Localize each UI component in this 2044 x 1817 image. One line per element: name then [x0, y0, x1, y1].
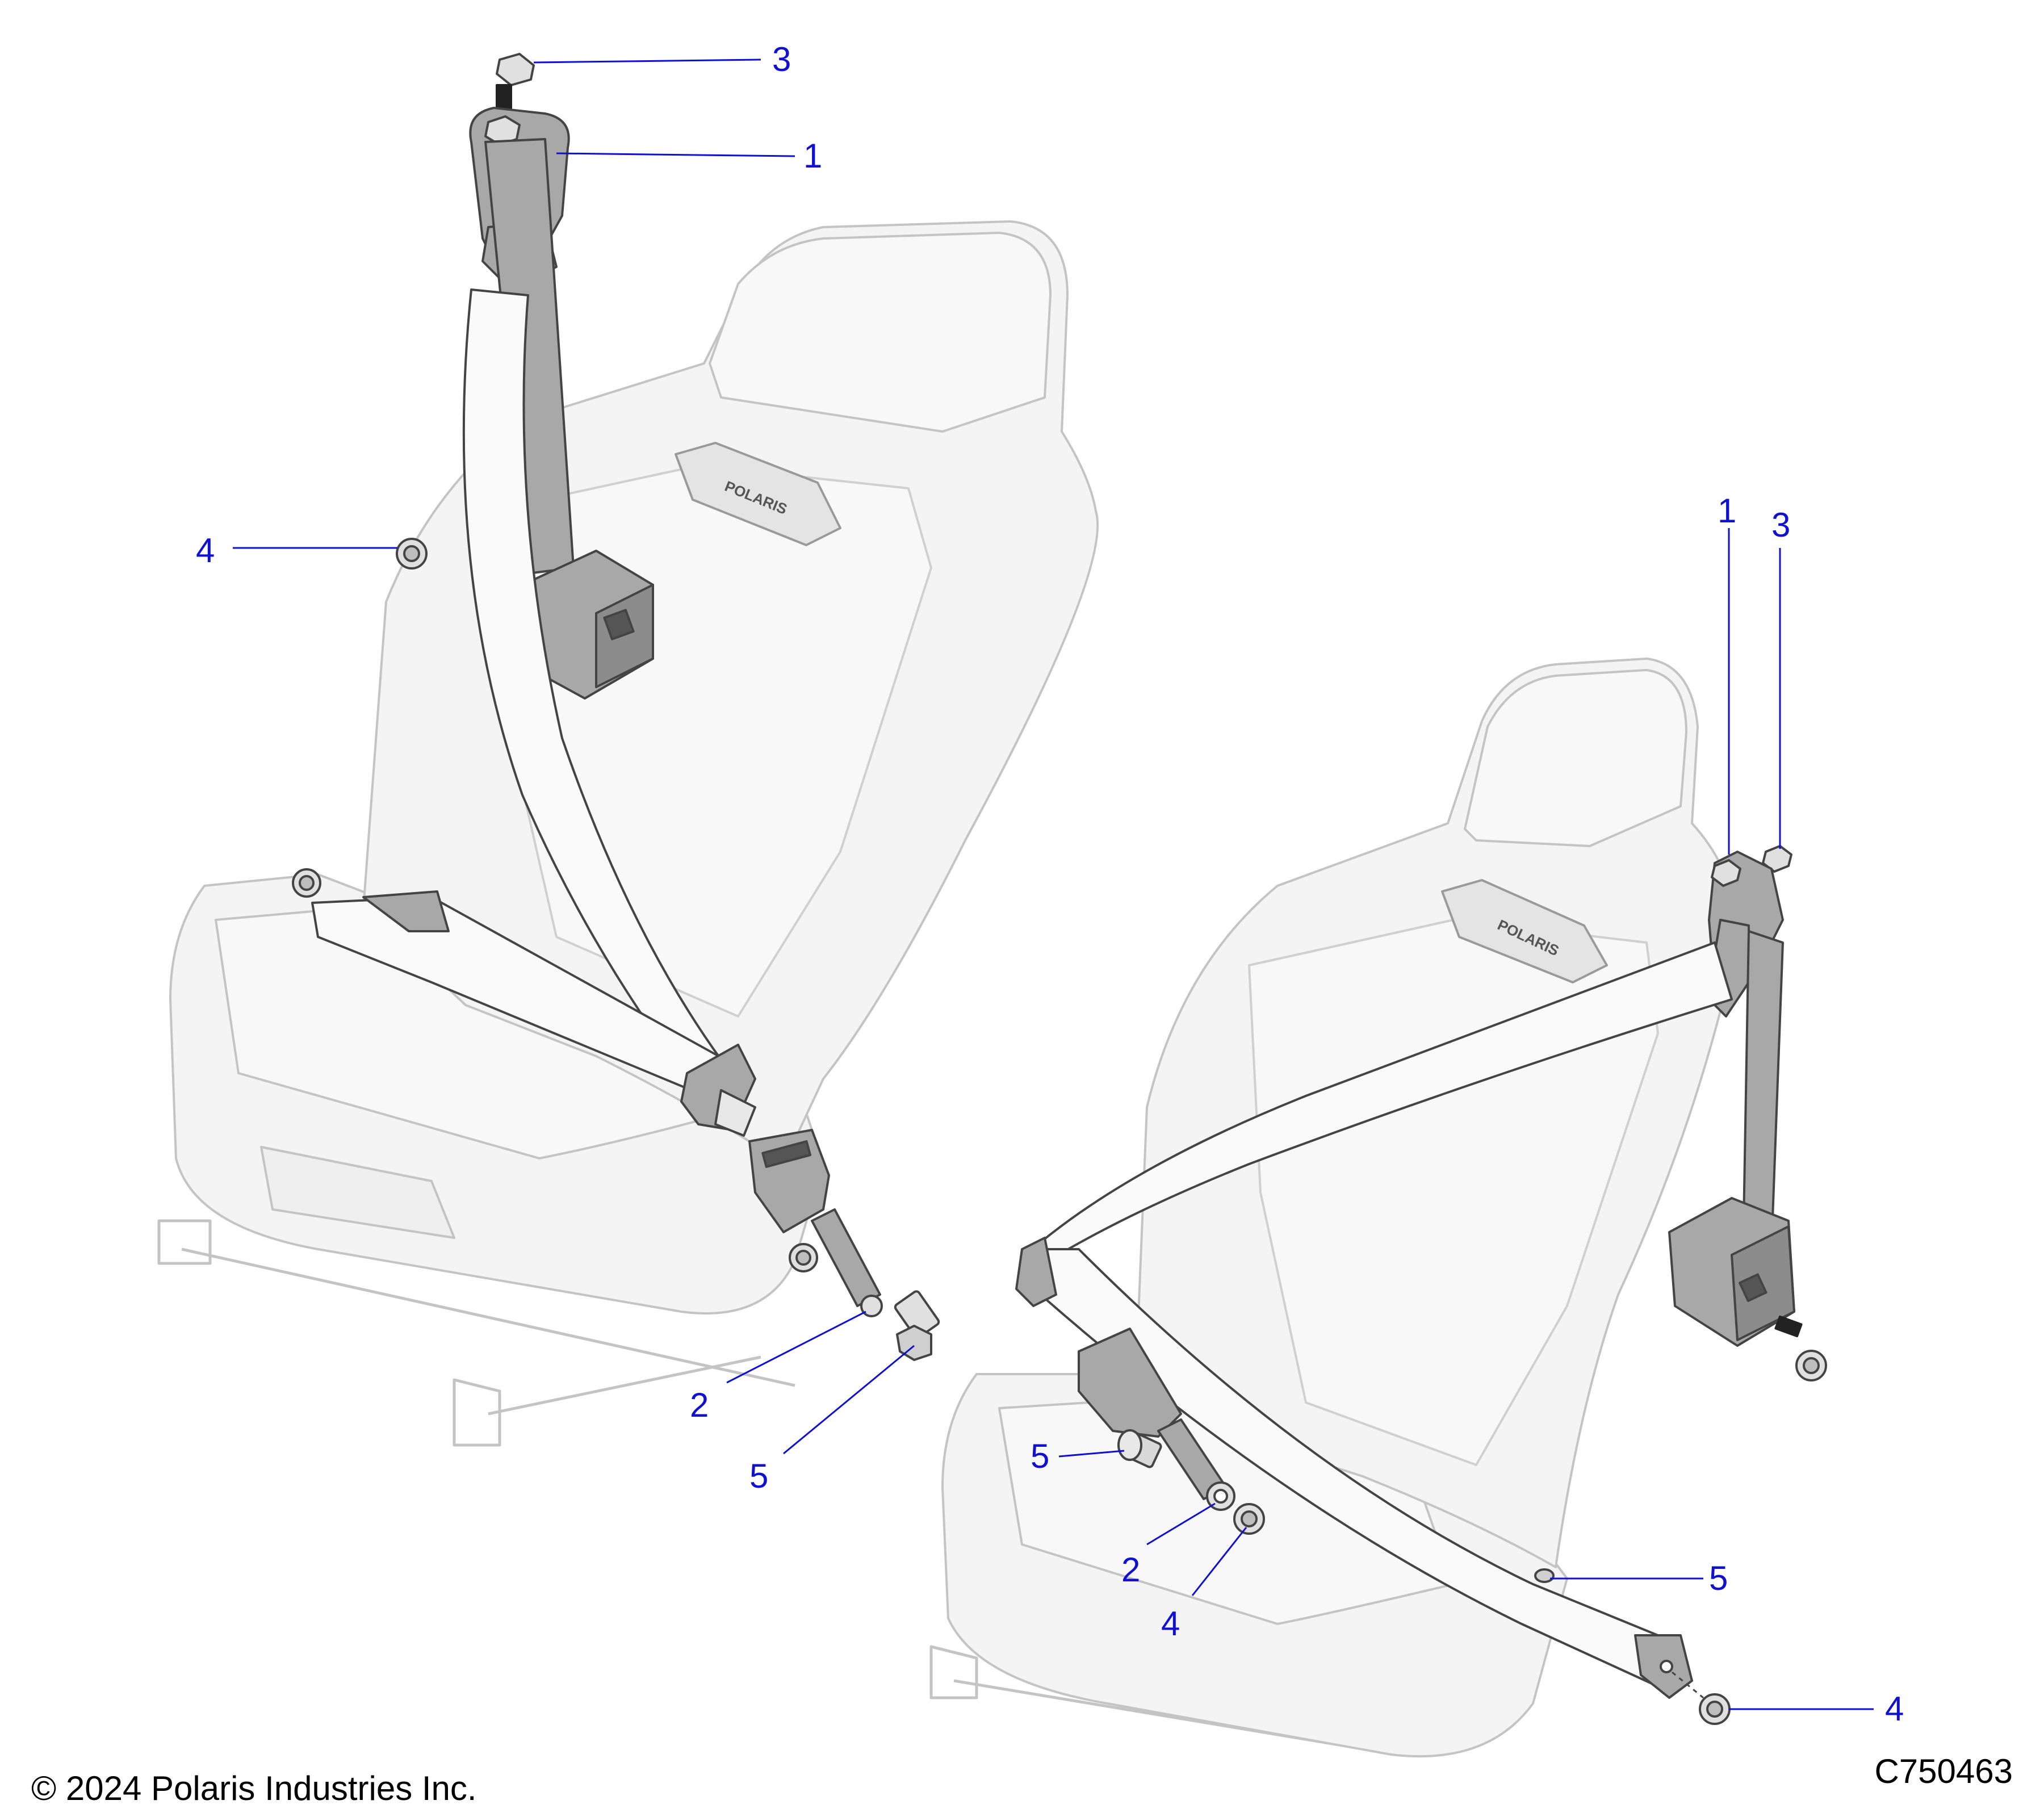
- callout-right-2: 2: [1121, 1551, 1140, 1589]
- right-flange-nut-retractor: [1795, 1350, 1827, 1381]
- callout-left-1: 1: [803, 137, 822, 175]
- left-seat-cushion-front: [260, 1146, 455, 1239]
- left-flange-nut-lower: [789, 1243, 818, 1272]
- right-buckle: [1078, 1328, 1228, 1500]
- right-seat-logo-badge: [1441, 879, 1608, 983]
- callout-right-1: 1: [1718, 492, 1736, 530]
- copyright-text: © 2024 Polaris Industries Inc.: [31, 1769, 477, 1807]
- left-seat-headrest: [709, 232, 1052, 433]
- callout-left-5: 5: [749, 1457, 768, 1495]
- left-seat-rail: [157, 1219, 795, 1447]
- drawing-id: C750463: [1874, 1752, 2013, 1790]
- left-seat-logo-badge: [675, 442, 841, 546]
- left-retractor: [521, 550, 654, 700]
- right-lower-anchor-bolt: [1534, 1568, 1555, 1583]
- left-buckle-bolt: [894, 1290, 940, 1361]
- left-flange-nut-mid: [292, 868, 321, 898]
- right-flange-nut-lower: [1699, 1693, 1731, 1725]
- right-latch-plate: [1015, 1237, 1057, 1307]
- left-buckle: [748, 1129, 881, 1307]
- right-retractor: [1668, 1197, 1803, 1347]
- callout-right-5-upper: 5: [1031, 1437, 1049, 1475]
- callout-left-4: 4: [196, 531, 215, 570]
- right-belt-assembly: [1015, 845, 1827, 1725]
- left-mount-nut: [496, 53, 535, 115]
- callout-right-5-lower: 5: [1709, 1559, 1728, 1597]
- callout-right-4-upper: 4: [1161, 1605, 1180, 1643]
- left-belt-assembly: [292, 53, 940, 1361]
- left-flange-nut-upper: [396, 538, 428, 570]
- callout-right-4-lower: 4: [1885, 1690, 1904, 1728]
- callout-left-2: 2: [690, 1386, 709, 1424]
- right-buckle-washer: [1206, 1481, 1235, 1511]
- callouts: 3 1 4 2 5 1 3 5 2 4 5 4: [196, 40, 1904, 1728]
- callout-right-3: 3: [1771, 506, 1790, 544]
- left-buckle-washer: [860, 1295, 883, 1317]
- right-flange-nut-buckle: [1233, 1503, 1265, 1535]
- right-seat: POLARIS: [929, 658, 1737, 1758]
- left-seat: POLARIS: [157, 220, 1099, 1447]
- right-buckle-bolt: [1117, 1429, 1162, 1468]
- right-seat-headrest: [1464, 669, 1687, 847]
- leader-lines: [233, 58, 1874, 1710]
- callout-left-3: 3: [772, 40, 791, 78]
